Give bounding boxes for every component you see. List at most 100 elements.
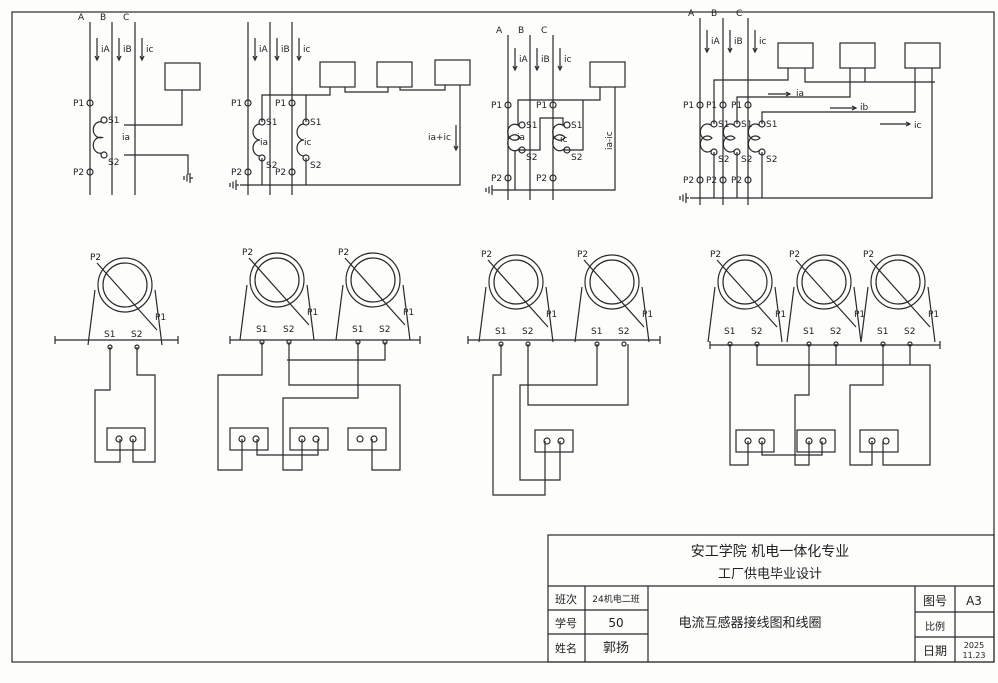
relay-box [347,427,387,451]
arrow-head-icon [851,105,858,111]
relay-terminal [356,435,364,443]
s2-label: S2 [522,327,533,337]
wire [288,342,401,471]
meter-box [376,61,413,88]
diff-current-label: ia-ic [605,131,615,150]
s2-label: S2 [379,325,390,335]
ct-body [786,286,795,343]
ct-core-icon [350,257,396,303]
s1-label: S1 [256,325,267,335]
wire [399,85,446,91]
relay-terminal [115,435,123,443]
ct-body [306,284,315,341]
p1-label: P1 [775,310,786,320]
student-id-value: 50 [608,616,623,630]
arrow-head-icon [752,47,758,54]
secondary-current-label: ia [796,89,804,99]
meter-box [904,42,941,69]
p2-terminal [504,174,512,182]
phase-label: B [100,13,106,23]
relay-box [796,429,836,453]
name-value: 郭扬 [603,640,629,656]
primary-conductor [344,257,406,326]
primary-conductor [248,257,310,326]
p1-terminal [86,99,94,107]
wire [761,68,916,124]
current-label: iA [519,55,529,65]
s2-label: S2 [766,155,777,165]
wire [344,87,389,93]
wire [132,347,156,463]
s2-label: S2 [904,327,915,337]
arrow-head-icon [252,55,258,62]
ct-coil-icon [252,123,261,157]
sum-current-label: ia+ic [428,133,451,143]
relay-box [289,427,329,451]
s2-label: S2 [718,155,729,165]
s1-terminal [518,121,526,129]
p2-label: P2 [275,168,286,178]
secondary-current-label: ic [304,138,312,148]
p2-label: P2 [683,176,694,186]
ct-body [154,289,163,346]
ct-body [641,286,650,343]
s2-terminal [100,151,108,159]
current-label: ic [759,37,767,47]
p1-terminal [288,99,296,107]
secondary-current-label: ia [260,138,268,148]
arrow-head-icon [534,65,540,72]
ct-body [853,286,862,343]
p1-label: P1 [546,310,557,320]
date-year: 2025 [964,641,984,650]
s1-label: S1 [108,116,119,126]
primary-conductor [487,259,549,328]
relay-box [859,429,899,453]
current-label: iA [711,37,721,47]
primary-conductor [716,259,778,328]
ct-body [545,286,554,343]
wire [495,87,616,191]
date-day: 11.23 [963,651,986,660]
s1-label: S1 [741,120,752,130]
drawing-frame [11,11,995,663]
s2-label: S2 [310,161,321,171]
p2-label: P2 [90,253,101,263]
p2-label: P2 [242,248,253,258]
ct-core-icon [870,254,926,310]
s1-label: S1 [803,327,814,337]
wire [761,441,823,456]
wire [563,100,584,151]
p1-label: P1 [928,310,939,320]
s2-label: S2 [283,325,294,335]
ct-coil-icon [699,123,713,153]
phase-label: A [496,26,503,36]
meter-box [839,42,876,69]
arrow-head-icon [512,65,518,72]
ct-core-icon [345,252,401,308]
p1-label: P1 [536,101,547,111]
phase-label: C [541,26,547,36]
s1-label: S1 [526,121,537,131]
ct-coil-icon [507,123,521,152]
ct-body [774,286,783,343]
s1-label: S1 [877,327,888,337]
current-label: iB [541,55,550,65]
arrow-head-icon [94,55,100,62]
arrow-head-icon [453,145,459,152]
current-label: iA [101,45,111,55]
phase-label: A [78,13,85,23]
p2-label: P2 [338,248,349,258]
meter-box [164,62,201,91]
ct-body [927,286,936,343]
ct-body [707,286,716,343]
relay-box [534,429,574,453]
s2-label: S2 [266,161,277,171]
s1-label: S1 [571,121,582,131]
current-label: iB [734,37,743,47]
p2-terminal [719,176,727,184]
relay-terminal [882,437,890,445]
ct-coil-icon [92,121,105,154]
s1-label: S1 [718,120,729,130]
p2-terminal [288,168,296,176]
